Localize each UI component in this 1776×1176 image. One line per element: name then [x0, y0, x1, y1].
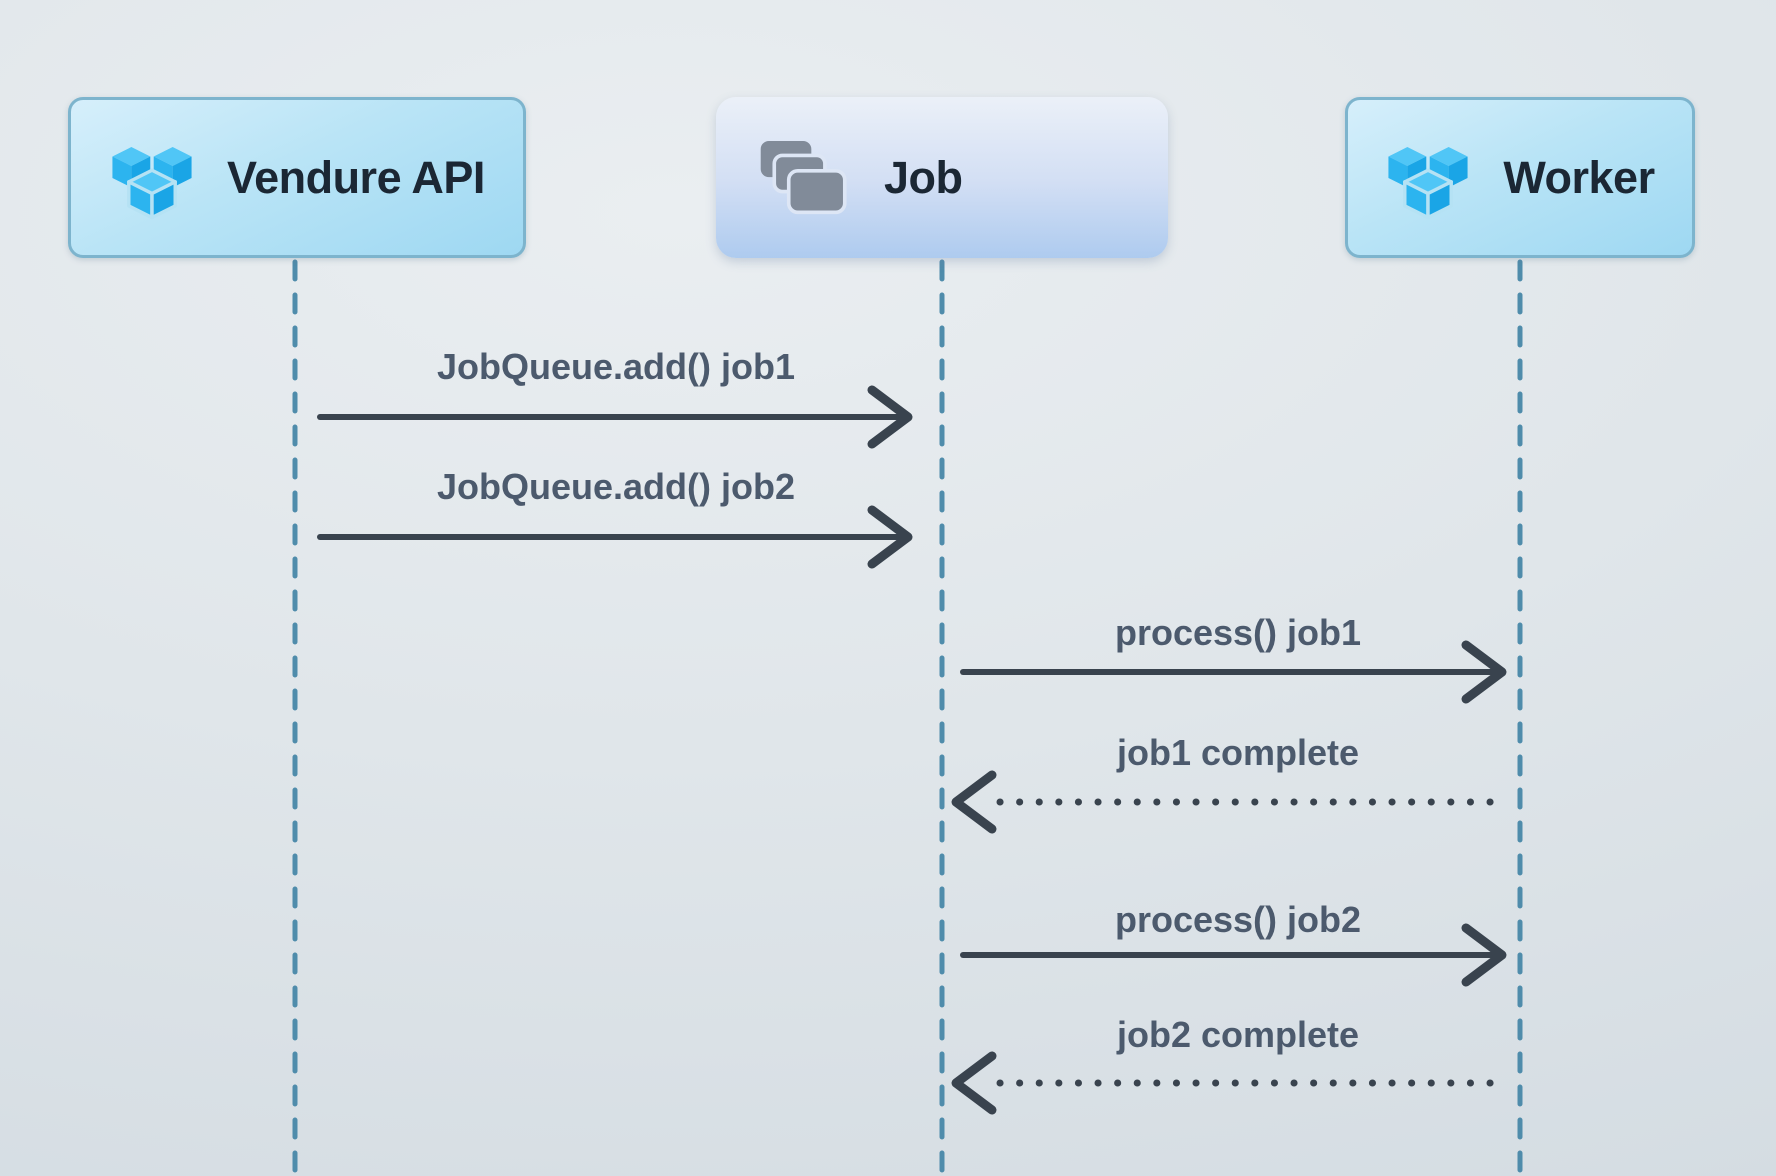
arrowhead-left-icon — [951, 1051, 997, 1115]
participant-job: Job — [716, 97, 1168, 258]
message-label-1: JobQueue.add() job1 — [436, 346, 796, 387]
message-label-4: job1 complete — [1116, 732, 1360, 773]
message-label-2: JobQueue.add() job2 — [436, 466, 796, 507]
participant-vendure-api: Vendure API — [68, 97, 526, 258]
arrowhead-right-icon — [867, 385, 913, 449]
participant-worker: Worker — [1345, 97, 1695, 258]
arrowhead-right-icon — [1461, 640, 1507, 704]
participant-label: Worker — [1503, 151, 1655, 203]
message-arrow-3 — [960, 640, 1507, 704]
vendure-logo-icon — [109, 135, 195, 221]
arrowhead-right-icon — [1461, 923, 1507, 987]
participant-label: Job — [884, 151, 963, 203]
message-arrow-6 — [951, 1051, 1502, 1115]
message-label-3: process() job1 — [1114, 612, 1362, 653]
job-cards-icon — [758, 138, 852, 218]
message-arrow-4 — [951, 770, 1502, 834]
message-arrow-2 — [317, 505, 913, 569]
vendure-logo-icon — [1385, 135, 1471, 221]
message-label-6: job2 complete — [1116, 1014, 1360, 1055]
message-arrow-1 — [317, 385, 913, 449]
message-label-5: process() job2 — [1114, 899, 1362, 940]
arrowhead-left-icon — [951, 770, 997, 834]
participant-label: Vendure API — [227, 151, 485, 203]
arrowhead-right-icon — [867, 505, 913, 569]
message-arrow-5 — [960, 923, 1507, 987]
